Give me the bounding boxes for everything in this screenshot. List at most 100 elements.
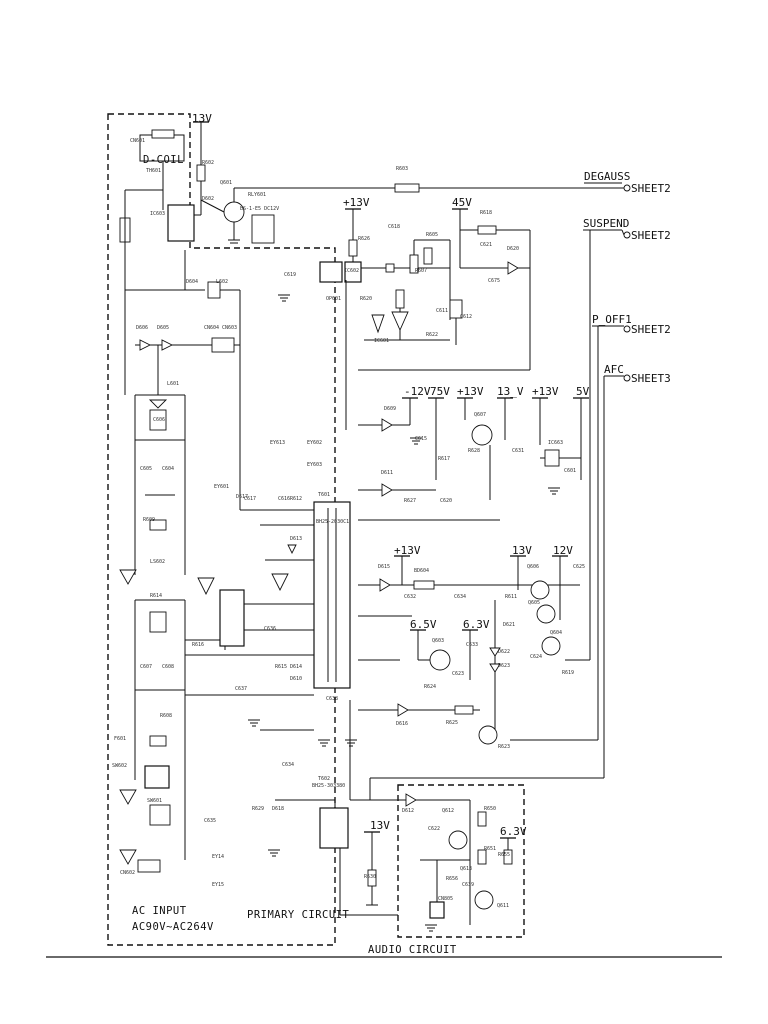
ref-r627: R627 — [404, 498, 416, 504]
degauss-label: DEGAUSS — [584, 170, 630, 183]
ref-d611: D611 — [381, 470, 393, 476]
q605-transistor — [536, 604, 556, 624]
afc-sheet: SHEET3 — [631, 372, 671, 385]
ref-c631: C631 — [512, 448, 524, 454]
ref-c617: C617 — [244, 496, 256, 502]
d623-diode-icon — [489, 663, 501, 673]
offsheet-afc: AFC SHEET3 — [369, 363, 671, 800]
ref-q611: Q611 — [497, 903, 509, 909]
sw602-switch — [144, 765, 170, 789]
ref-r651: R651 — [484, 846, 496, 852]
ref-d618: D618 — [272, 806, 284, 812]
ref-d609: D609 — [384, 406, 396, 412]
ref-c620: C620 — [440, 498, 452, 504]
q612-transistor — [448, 830, 468, 850]
d613-diode-icon — [287, 544, 297, 555]
ic603-relay-block — [167, 204, 195, 242]
d612-diode-icon — [405, 793, 417, 807]
q606-transistor — [530, 580, 550, 600]
rail-13v-d: +13V — [394, 544, 421, 557]
ref-cn805: CN805 — [438, 896, 453, 902]
ref-c611: C611 — [436, 308, 448, 314]
ref-c608: C608 — [162, 664, 174, 670]
rail-13v-e: 13V — [512, 544, 532, 557]
t602-transformer — [319, 807, 349, 849]
cn602-connector — [137, 859, 161, 873]
ref-r622: R622 — [426, 332, 438, 338]
suspend-connector-icon — [623, 231, 631, 239]
ref-r612: R612 — [290, 496, 302, 502]
ref-q601: Q601 — [220, 180, 232, 186]
ref-r629: R629 — [252, 806, 264, 812]
ref-c605: C605 — [140, 466, 152, 472]
secondary-rails: -12V 75V +13V 13_V +13V 5V — [358, 385, 590, 521]
rail-13v-c: +13V — [532, 385, 559, 398]
ref-r616: R616 — [192, 642, 204, 648]
rail-5v: 5V — [576, 385, 590, 398]
ref-ey601: EY601 — [214, 484, 229, 490]
ref-r628: R628 — [468, 448, 480, 454]
rail-45v-net: 45V — [358, 196, 531, 371]
ref-c612: C612 — [460, 314, 472, 320]
ref-r626: R626 — [358, 236, 370, 242]
q601-transistor — [223, 201, 245, 223]
afc-connector-icon — [623, 374, 631, 382]
ref-cn604: CN604 — [204, 325, 219, 331]
q621-transistor — [478, 725, 498, 745]
ref-ey603: EY603 — [307, 462, 322, 468]
ref-c623: C623 — [452, 671, 464, 677]
ref-cn603: CN603 — [222, 325, 237, 331]
ref-ic602: IC602 — [344, 268, 359, 274]
d620-diode-icon — [507, 261, 519, 275]
rail-45v: 45V — [452, 196, 472, 209]
offsheet-degauss: DEGAUSS SHEET2 — [584, 170, 671, 195]
ref-ic663: IC663 — [548, 440, 563, 446]
rail-75v: 75V — [430, 385, 450, 398]
ground-symbols — [248, 294, 560, 932]
ref-d616: D616 — [396, 721, 408, 727]
q603-transistor — [429, 649, 451, 671]
ref-ey14: EY14 — [212, 854, 224, 860]
ref-c622: C622 — [428, 826, 440, 832]
ref-c636: C636 — [264, 626, 276, 632]
ref-d615: D615 — [378, 564, 390, 570]
ref-q607: Q607 — [474, 412, 486, 418]
d615-diode-icon — [379, 578, 391, 592]
d622-diode-icon — [489, 647, 501, 657]
rail-6-3v-a: 6.3V — [463, 618, 490, 631]
ic663-regulator — [544, 449, 560, 467]
poff1-label: P_OFF1 — [592, 313, 632, 326]
part-references: CN601 R602 D602 Q601 TH601 IC603 RLY601 … — [112, 138, 585, 909]
ref-c634: C634 — [454, 594, 466, 600]
rail-13v-top: 13V — [192, 112, 212, 125]
warning-icon-b — [119, 569, 137, 585]
ref-c624: C624 — [530, 654, 542, 660]
ref-ey15: EY15 — [212, 882, 224, 888]
warning-icon-d — [119, 849, 137, 865]
ref-d606: D606 — [136, 325, 148, 331]
ref-c634b: C634 — [282, 762, 294, 768]
suspend-label: SUSPEND — [583, 217, 629, 230]
rail-13v-b: 13_V — [497, 385, 524, 398]
ref-c607: C607 — [140, 664, 152, 670]
ref-sw602: SW602 — [112, 763, 127, 769]
low-voltage-net: 6.5V 6.3V — [358, 618, 498, 745]
ref-c618: C618 — [388, 224, 400, 230]
ref-c619: C619 — [284, 272, 296, 278]
t602-spec: BH25-303380 — [312, 783, 345, 789]
t601-spec: BH25-2030C1 — [316, 519, 349, 525]
ref-d620: D620 — [507, 246, 519, 252]
rail-13v-opto: +13V — [343, 196, 370, 209]
ref-c635: C635 — [204, 818, 216, 824]
ac-input-region — [107, 113, 336, 946]
ref-op601: OP601 — [326, 296, 341, 302]
ref-r650: R650 — [484, 806, 496, 812]
poff1-connector-icon — [623, 325, 631, 333]
ref-d617: D617 — [236, 494, 248, 500]
d606-diode-icon — [139, 339, 152, 351]
ref-q606: Q606 — [527, 564, 539, 570]
ref-r611: R611 — [505, 594, 517, 600]
ref-l601: L601 — [167, 381, 179, 387]
ref-r608: R608 — [160, 713, 172, 719]
warning-icon-f — [271, 573, 289, 592]
